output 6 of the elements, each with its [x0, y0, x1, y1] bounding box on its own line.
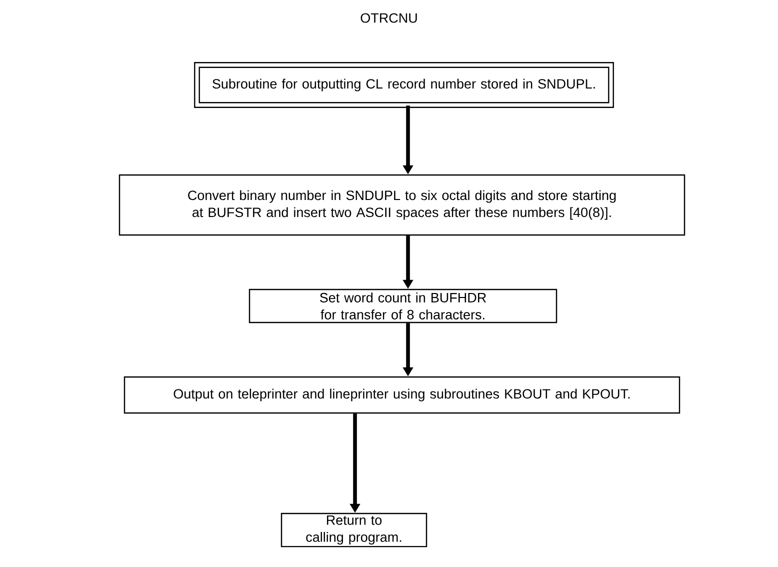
process-box: Set word count in BUFHDR for transfer of 8 characters. — [248, 288, 558, 324]
process-box: Output on teleprinter and lineprinter using subroutines KBOUT and KPOUT. — [124, 376, 680, 414]
process-box: Convert binary number in SNDUPL to six octal digits and store starting at BUFSTR and insert two ASCII spaces after these numbers [40(8)]. — [118, 174, 686, 236]
diagram-title: OTRCNU — [360, 13, 417, 23]
process-box: Return to calling program. — [280, 512, 428, 548]
start-box: Subroutine for outputting CL record number stored in SNDUPL. — [194, 62, 614, 108]
